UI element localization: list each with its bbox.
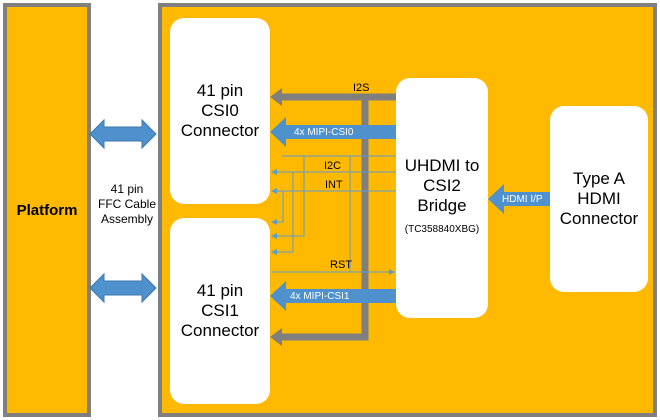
- csi1-line-2: CSI1: [201, 301, 239, 320]
- bridge-line-1: UHDMI to: [404, 156, 480, 175]
- i2s-arrow-head-csi1: [270, 328, 282, 346]
- ffc-line-1: 41 pin: [110, 182, 144, 196]
- csi0-line-2: CSI0: [201, 101, 239, 120]
- bridge-line-3: Bridge: [417, 196, 467, 215]
- csi1-line-1: 41 pin: [196, 281, 244, 300]
- mipi-csi1-arrow: [270, 281, 396, 311]
- hdmi-ip-label: HDMI I/P: [502, 194, 543, 205]
- csi1-line-3: Connector: [180, 321, 260, 340]
- bridge-part-number: (TC358840XBG): [404, 224, 480, 235]
- csi0-line-3: Connector: [180, 121, 260, 140]
- bridge-block: UHDMI to CSI2 Bridge (TC358840XBG): [396, 78, 488, 318]
- hdmi-connector: Type A HDMI Connector: [550, 106, 648, 292]
- mipi-csi1-label: 4x MIPI-CSI1: [290, 291, 350, 302]
- int-label: INT: [325, 179, 343, 191]
- int-csi1-line: [271, 172, 294, 255]
- i2s-label: I2S: [353, 82, 370, 94]
- i2s-arrow-head-csi0: [270, 88, 282, 106]
- int-csi1-upper-line: [271, 191, 284, 225]
- platform-label: Platform: [16, 201, 78, 219]
- ffc-line-3: Assembly: [100, 212, 153, 226]
- ffc-line-2: FFC Cable: [97, 197, 156, 211]
- bridge-line-2: CSI2: [423, 176, 461, 195]
- ffc-cable-label: 41 pin FFC Cable Assembly: [92, 182, 162, 227]
- mipi-csi0-arrow: [270, 117, 396, 147]
- rst-label: RST: [330, 259, 352, 271]
- i2c-label: I2C: [324, 160, 342, 172]
- csi0-line-1: 41 pin: [196, 81, 244, 100]
- hdmi-line-3: Connector: [559, 209, 639, 228]
- upper-double-arrow: [89, 118, 157, 150]
- hdmi-ip-arrow: [488, 184, 550, 214]
- control-lines: [271, 155, 396, 275]
- hdmi-line-1: Type A: [573, 169, 625, 188]
- hdmi-line-2: HDMI: [577, 189, 621, 208]
- lower-double-arrow: [89, 272, 157, 304]
- platform-block: Platform: [3, 3, 91, 417]
- i2c-csi1-line: [271, 156, 305, 239]
- csi1-connector: 41 pin CSI1 Connector: [170, 218, 270, 404]
- csi0-connector: 41 pin CSI0 Connector: [170, 18, 270, 204]
- i2s-bus: [280, 93, 396, 341]
- mipi-csi0-label: 4x MIPI-CSI0: [294, 127, 354, 138]
